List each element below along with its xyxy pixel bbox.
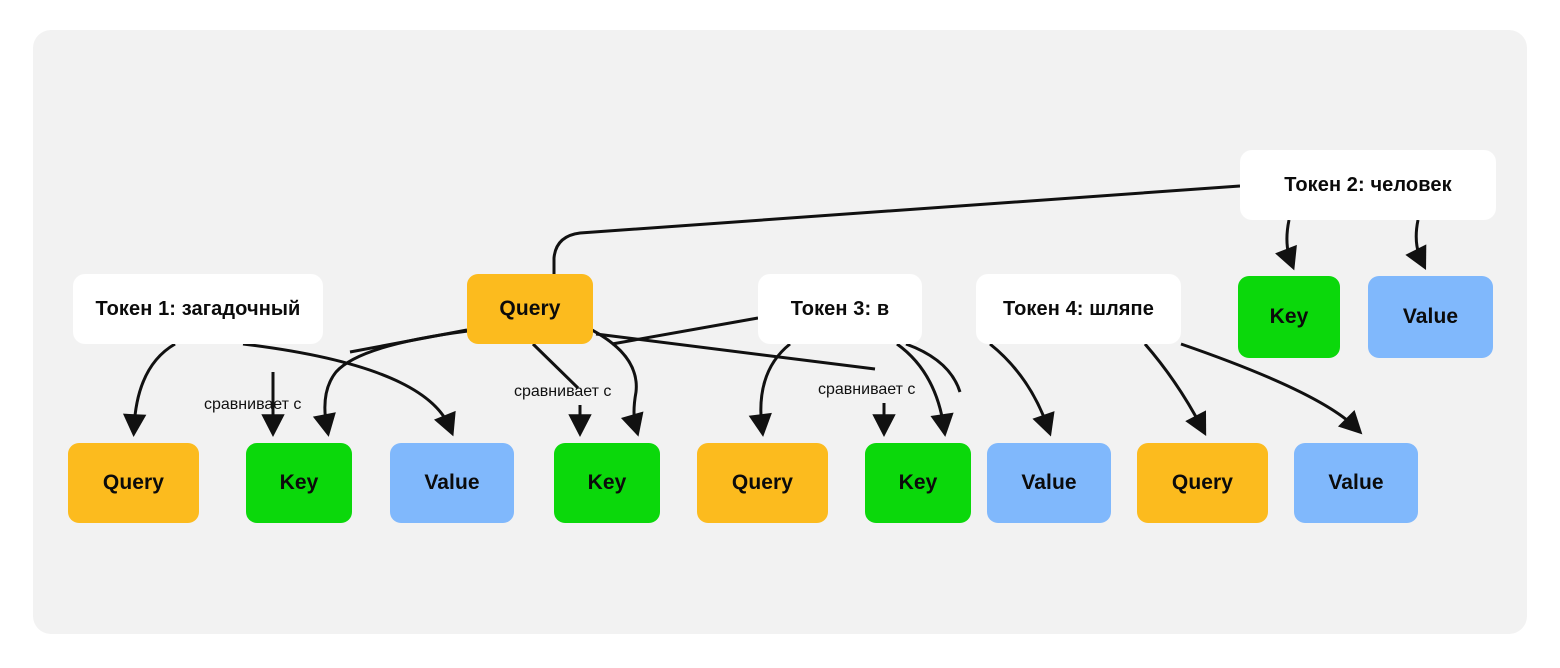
- node-token-4-label: Токен 4: шляпе: [1003, 297, 1154, 320]
- node-bottom-query-1-label: Query: [102, 471, 165, 494]
- node-bottom-key-3-label: Key: [898, 471, 938, 494]
- node-bottom-key-3[interactable]: Key: [865, 443, 971, 523]
- node-query-token2-label: Query: [499, 297, 561, 320]
- node-key-token2[interactable]: Key: [1238, 276, 1340, 358]
- node-bottom-value-1[interactable]: Value: [390, 443, 514, 523]
- edge-label-compares-with-2: сравнивает с: [514, 383, 612, 400]
- node-bottom-query-2-label: Query: [731, 471, 794, 494]
- node-token-3-label: Токен 3: в: [790, 297, 890, 320]
- node-bottom-key-2[interactable]: Key: [554, 443, 660, 523]
- node-bottom-key-1[interactable]: Key: [246, 443, 352, 523]
- node-bottom-key-1-label: Key: [279, 471, 319, 494]
- node-token-1-label: Токен 1: загадочный: [95, 297, 301, 320]
- node-value-token2-label: Value: [1402, 305, 1459, 328]
- node-bottom-query-3[interactable]: Query: [1137, 443, 1268, 523]
- node-token-3[interactable]: Токен 3: в: [758, 274, 922, 344]
- node-token-1[interactable]: Токен 1: загадочный: [73, 274, 323, 344]
- node-token-4[interactable]: Токен 4: шляпе: [976, 274, 1181, 344]
- edge-label-compares-with-1: сравнивает с: [204, 396, 302, 413]
- node-key-token2-label: Key: [1269, 305, 1309, 328]
- node-token-2[interactable]: Токен 2: человек: [1240, 150, 1496, 220]
- node-bottom-query-3-label: Query: [1171, 471, 1234, 494]
- node-bottom-query-1[interactable]: Query: [68, 443, 199, 523]
- node-query-token2[interactable]: Query: [467, 274, 593, 344]
- node-bottom-query-2[interactable]: Query: [697, 443, 828, 523]
- node-bottom-value-2-label: Value: [1021, 471, 1077, 494]
- node-bottom-value-2[interactable]: Value: [987, 443, 1111, 523]
- node-bottom-value-3-label: Value: [1328, 471, 1384, 494]
- node-bottom-value-1-label: Value: [424, 471, 480, 494]
- node-token-2-label: Токен 2: человек: [1284, 173, 1452, 196]
- node-bottom-value-3[interactable]: Value: [1294, 443, 1418, 523]
- node-value-token2[interactable]: Value: [1368, 276, 1493, 358]
- edge-label-compares-with-3: сравнивает с: [818, 381, 916, 398]
- node-bottom-key-2-label: Key: [587, 471, 627, 494]
